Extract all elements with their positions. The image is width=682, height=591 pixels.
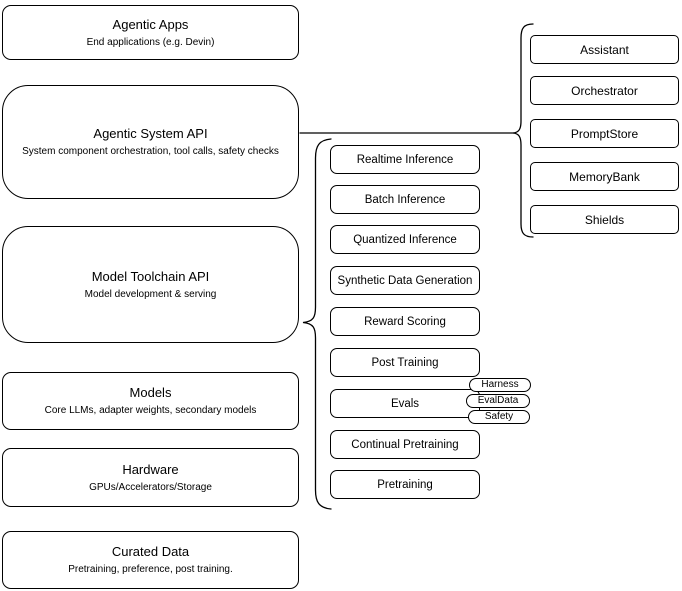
node-pretraining: Pretraining bbox=[330, 470, 480, 499]
node-label: Reward Scoring bbox=[364, 315, 446, 328]
node-label: Shields bbox=[584, 212, 625, 227]
node-reward-scoring: Reward Scoring bbox=[330, 307, 480, 336]
node-models: Models Core LLMs, adapter weights, secon… bbox=[2, 372, 299, 430]
node-subtitle: Pretraining, preference, post training. bbox=[68, 564, 233, 575]
node-subtitle: System component orchestration, tool cal… bbox=[22, 146, 279, 157]
node-memorybank: MemoryBank bbox=[530, 162, 679, 191]
node-agentic-apps: Agentic Apps End applications (e.g. Devi… bbox=[2, 5, 299, 60]
node-continual-pretraining: Continual Pretraining bbox=[330, 430, 480, 459]
node-title: Agentic System API bbox=[93, 126, 208, 141]
tag-label: Harness bbox=[481, 379, 519, 390]
tag-label: EvalData bbox=[477, 395, 519, 406]
node-assistant: Assistant bbox=[530, 35, 679, 64]
node-subtitle: Core LLMs, adapter weights, secondary mo… bbox=[44, 405, 257, 416]
node-label: PromptStore bbox=[570, 126, 639, 141]
node-label: Post Training bbox=[371, 356, 439, 369]
node-curated-data: Curated Data Pretraining, preference, po… bbox=[2, 531, 299, 589]
right-column-brace bbox=[512, 23, 534, 238]
node-title: Hardware bbox=[122, 461, 179, 477]
node-label: Assistant bbox=[580, 42, 629, 57]
node-label: Quantized Inference bbox=[353, 233, 457, 246]
node-title: Curated Data bbox=[111, 544, 190, 559]
node-batch-inference: Batch Inference bbox=[330, 185, 480, 214]
node-title: Models bbox=[129, 385, 172, 400]
node-title: Model Toolchain API bbox=[91, 268, 210, 284]
node-evals: Evals bbox=[330, 389, 480, 418]
node-hardware: Hardware GPUs/Accelerators/Storage bbox=[2, 448, 299, 507]
node-label: Pretraining bbox=[377, 478, 433, 491]
node-label: Evals bbox=[390, 397, 420, 410]
node-subtitle: GPUs/Accelerators/Storage bbox=[89, 481, 212, 493]
node-orchestrator: Orchestrator bbox=[530, 76, 679, 105]
node-post-training: Post Training bbox=[330, 348, 480, 377]
tag-harness: Harness bbox=[469, 378, 531, 392]
node-label: Batch Inference bbox=[364, 193, 446, 206]
node-label: Orchestrator bbox=[571, 83, 638, 98]
tag-safety: Safety bbox=[468, 410, 530, 424]
node-subtitle: End applications (e.g. Devin) bbox=[86, 36, 215, 48]
node-quantized-inference: Quantized Inference bbox=[330, 225, 480, 254]
node-label: Synthetic Data Generation bbox=[337, 274, 473, 287]
node-model-toolchain-api: Model Toolchain API Model development & … bbox=[2, 226, 299, 343]
tag-evaldata: EvalData bbox=[466, 394, 530, 408]
node-agentic-system-api: Agentic System API System component orch… bbox=[2, 85, 299, 199]
node-synthetic-data-generation: Synthetic Data Generation bbox=[330, 266, 480, 295]
node-shields: Shields bbox=[530, 205, 679, 234]
node-label: Realtime Inference bbox=[356, 153, 454, 166]
node-label: MemoryBank bbox=[569, 169, 640, 184]
middle-column-brace bbox=[302, 138, 332, 510]
node-realtime-inference: Realtime Inference bbox=[330, 145, 480, 174]
node-subtitle: Model development & serving bbox=[84, 288, 217, 300]
tag-label: Safety bbox=[484, 411, 514, 422]
node-label: Continual Pretraining bbox=[351, 438, 459, 451]
node-title: Agentic Apps bbox=[112, 16, 189, 32]
node-promptstore: PromptStore bbox=[530, 119, 679, 148]
